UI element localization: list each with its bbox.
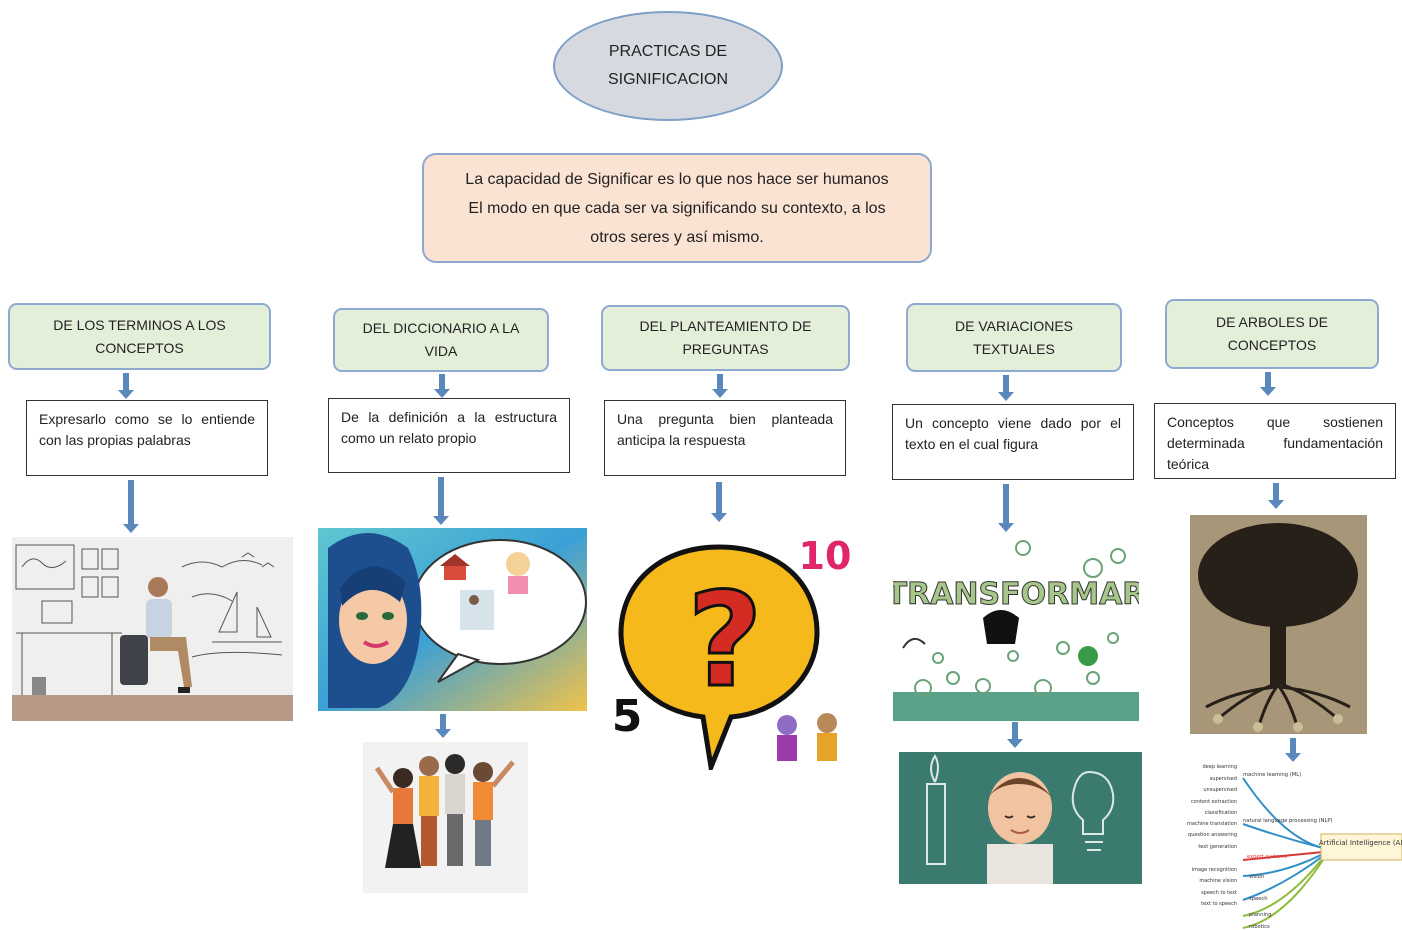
- tree-roots-image: [1190, 515, 1367, 734]
- branch-desc-2: De la definición a la estructura como un…: [328, 398, 570, 473]
- boy-lightbulb-image: [899, 752, 1142, 884]
- branch-desc-5: Conceptos que sostienen determinada fund…: [1154, 403, 1396, 479]
- branch-title-5-line-2: CONCEPTOS: [1227, 337, 1317, 353]
- number-ten: 10: [799, 534, 852, 578]
- branch-title-1: DE LOS TERMINOS A LOS CONCEPTOS: [8, 303, 271, 370]
- mindmap-leaf: machine vision: [1199, 878, 1237, 884]
- transformar-doodle-image: TRANSFORMAR: [893, 538, 1139, 721]
- main-line-2: El modo en que cada ser va significando …: [468, 199, 886, 217]
- main-concept-box: La capacidad de Significar es lo que nos…: [422, 153, 932, 263]
- mindmap-leaf: classification: [1205, 810, 1237, 816]
- question-bubble-image: ? 10 5: [607, 525, 852, 770]
- mindmap-leaf: text generation: [1198, 844, 1237, 850]
- transformar-word: TRANSFORMAR: [893, 577, 1139, 612]
- mindmap-ml: machine learning (ML): [1243, 772, 1301, 778]
- thinking-man-image: [12, 537, 293, 721]
- title-line-1: PRACTICAS DE: [608, 43, 728, 60]
- mindmap-nlp: natural language processing (NLP): [1243, 818, 1333, 824]
- number-five: 5: [612, 691, 643, 742]
- mindmap-planning: planning: [1249, 912, 1272, 918]
- mindmap-leaf: text to speech: [1201, 901, 1237, 907]
- mindmap-leaf: content extraction: [1191, 799, 1237, 805]
- branch-title-3-line-2: PREGUNTAS: [682, 341, 769, 357]
- mindmap-vision: vision: [1249, 874, 1264, 880]
- title-node: PRACTICAS DE SIGNIFICACION: [553, 11, 783, 121]
- mindmap-leaf: supervised: [1210, 776, 1237, 782]
- branch-title-4-line-2: TEXTUALES: [973, 340, 1055, 357]
- branch-desc-4: Un concepto viene dado por el texto en e…: [892, 404, 1134, 480]
- ai-mindmap-image: Artificial Intelligence (AI) machine lea…: [1163, 762, 1402, 930]
- main-line-3: otros seres y así mismo.: [590, 228, 764, 246]
- branch-title-2-line-1: DEL DICCIONARIO A LA: [362, 320, 520, 336]
- branch-title-3: DEL PLANTEAMIENTO DE PREGUNTAS: [601, 305, 850, 371]
- mindmap-leaf: image recognition: [1192, 867, 1237, 873]
- branch-title-4-line-1: DE VARIACIONES: [955, 317, 1073, 334]
- comic-woman-image: [318, 528, 587, 711]
- branch-title-2: DEL DICCIONARIO A LA VIDA: [333, 308, 549, 372]
- branch-title-5-line-1: DE ARBOLES DE: [1215, 314, 1329, 330]
- title-line-2: SIGNIFICACION: [607, 71, 728, 88]
- branch-desc-1: Expresarlo como se lo entiende con las p…: [26, 400, 268, 476]
- branch-title-1-line-1: DE LOS TERMINOS A LOS: [53, 316, 226, 333]
- mindmap-leaf: machine translation: [1187, 821, 1237, 827]
- mindmap-leaf: deep learning: [1203, 764, 1238, 770]
- mindmap-expert: expert systems: [1247, 854, 1287, 860]
- question-mark: ?: [687, 564, 762, 716]
- mindmap-root: Artificial Intelligence (AI): [1319, 839, 1402, 847]
- branch-title-4: DE VARIACIONES TEXTUALES: [906, 303, 1122, 372]
- branch-title-1-line-2: CONCEPTOS: [95, 339, 184, 356]
- mindmap-leaf: unsupervised: [1203, 787, 1237, 793]
- branch-title-2-line-2: VIDA: [424, 343, 458, 359]
- branch-title-5: DE ARBOLES DE CONCEPTOS: [1165, 299, 1379, 369]
- group-people-image: [363, 742, 528, 893]
- branch-desc-3: Una pregunta bien planteada anticipa la …: [604, 400, 846, 476]
- mindmap-leaf: question answering: [1188, 832, 1237, 838]
- branch-title-3-line-1: DEL PLANTEAMIENTO DE: [639, 318, 812, 334]
- mindmap-robotics: robotics: [1249, 924, 1270, 930]
- mindmap-speech: speech: [1249, 896, 1268, 902]
- mindmap-leaf: speech to text: [1201, 890, 1237, 896]
- main-line-1: La capacidad de Significar es lo que nos…: [465, 170, 889, 188]
